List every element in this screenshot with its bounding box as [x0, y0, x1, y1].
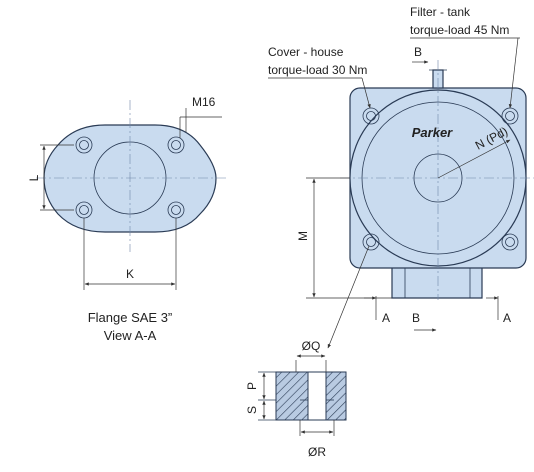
- dimension-Q-label: ØQ: [302, 339, 321, 353]
- view-B-bottom-label: B: [412, 311, 420, 325]
- section-A-left-label: A: [382, 311, 390, 325]
- thread-label: M16: [192, 95, 216, 109]
- dimension-L-label: L: [27, 174, 41, 181]
- flange-view: M16 L K Flange SAE 3” View A-A: [27, 95, 226, 343]
- dimension-S-label: S: [245, 406, 259, 414]
- cover-torque-label: torque-load 30 Nm: [268, 63, 367, 77]
- filter-torque-label: torque-load 45 Nm: [410, 23, 509, 37]
- section-hole: [307, 371, 327, 421]
- housing-view: Parker Filter - tank torque-load 45 Nm C…: [268, 5, 534, 349]
- view-B-top-label: B: [414, 45, 422, 59]
- flange-caption-title: Flange SAE 3”: [88, 310, 173, 325]
- cover-house-label: Cover - house: [268, 45, 344, 59]
- section-body-right: [325, 371, 347, 421]
- dimension-P-label: P: [245, 382, 259, 390]
- section-A-right-label: A: [503, 311, 511, 325]
- filter-tank-label: Filter - tank: [410, 5, 471, 19]
- dimension-M-label: M: [296, 231, 310, 241]
- section-detail: ØQ P S ØR: [245, 339, 347, 459]
- dimension-K-label: K: [126, 267, 134, 281]
- section-body-left: [275, 371, 309, 421]
- flange-caption-view: View A-A: [104, 328, 157, 343]
- brand-logo: Parker: [412, 125, 453, 140]
- dimension-R-label: ØR: [308, 445, 326, 459]
